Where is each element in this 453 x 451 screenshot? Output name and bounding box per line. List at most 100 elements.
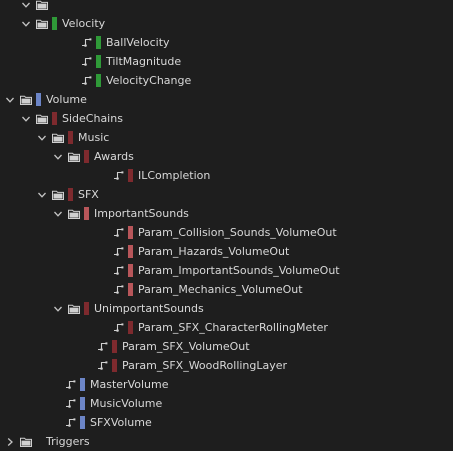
- parameter-icon: [112, 318, 124, 337]
- tree-folder-row[interactable]: Triggers: [0, 432, 453, 451]
- tree-item-label: UnimportantSounds: [94, 302, 204, 315]
- folder-icon: [68, 299, 80, 318]
- tree-item-label: Param_ImportantSounds_VolumeOut: [138, 264, 340, 277]
- parameter-icon: [112, 242, 124, 261]
- color-tag: [128, 169, 133, 182]
- tree-item-label: Param_SFX_WoodRollingLayer: [122, 359, 288, 372]
- color-tag: [68, 188, 73, 201]
- folder-icon: [36, 109, 48, 128]
- tree-item-label: ImportantSounds: [94, 207, 189, 220]
- color-tag: [36, 93, 41, 106]
- tree-folder-row[interactable]: Velocity: [0, 14, 453, 33]
- tree-parameter-row[interactable]: ILCompletion: [0, 166, 453, 185]
- chevron-down-icon[interactable]: [52, 299, 64, 318]
- tree-folder-row[interactable]: Volume: [0, 90, 453, 109]
- tree-item-label: SideChains: [62, 112, 123, 125]
- color-tag: [112, 340, 117, 353]
- tree-parameter-row[interactable]: MasterVolume: [0, 375, 453, 394]
- tree-item-label: Music: [78, 131, 110, 144]
- parameter-icon: [112, 280, 124, 299]
- tree-item-label: TiltMagnitude: [106, 55, 182, 68]
- tree-parameter-row[interactable]: Param_ImportantSounds_VolumeOut: [0, 261, 453, 280]
- tree-item-label: BallVelocity: [106, 36, 170, 49]
- folder-icon: [36, 14, 48, 33]
- color-tag: [128, 245, 133, 258]
- tree-parameter-row[interactable]: Param_SFX_WoodRollingLayer: [0, 356, 453, 375]
- color-tag: [96, 74, 101, 87]
- tree-item-label: Param_SFX_VolumeOut: [122, 340, 250, 353]
- chevron-down-icon[interactable]: [4, 90, 16, 109]
- tree-parameter-row[interactable]: BallVelocity: [0, 33, 453, 52]
- tree-item-label: Velocity: [62, 17, 106, 30]
- parameter-icon: [64, 413, 76, 432]
- chevron-down-icon[interactable]: [52, 147, 64, 166]
- tree-folder-row[interactable]: UnimportantSounds: [0, 299, 453, 318]
- color-tag: [80, 397, 85, 410]
- tree-item-label: MusicVolume: [90, 397, 163, 410]
- folder-icon: [52, 128, 64, 147]
- tree-parameter-row[interactable]: Param_Hazards_VolumeOut: [0, 242, 453, 261]
- tree-item-label: Param_Mechanics_VolumeOut: [138, 283, 303, 296]
- folder-icon: [20, 432, 32, 451]
- color-tag: [52, 17, 57, 30]
- parameter-icon: [80, 71, 92, 90]
- tree-item-label: Triggers: [46, 435, 90, 448]
- tree-parameter-row[interactable]: Param_SFX_CharacterRollingMeter: [0, 318, 453, 337]
- color-tag: [128, 321, 133, 334]
- tree-item-label: Param_Hazards_VolumeOut: [138, 245, 290, 258]
- folder-icon: [20, 90, 32, 109]
- tree-parameter-row[interactable]: Param_Mechanics_VolumeOut: [0, 280, 453, 299]
- tree-item-label: Param_SFX_CharacterRollingMeter: [138, 321, 328, 334]
- chevron-down-icon[interactable]: [20, 0, 32, 14]
- tree-folder-row[interactable]: SideChains: [0, 109, 453, 128]
- chevron-down-icon[interactable]: [36, 185, 48, 204]
- parameter-icon: [112, 223, 124, 242]
- color-tag: [84, 150, 89, 163]
- tree-item-label: SFXVolume: [90, 416, 152, 429]
- color-tag: [128, 264, 133, 277]
- tree-item-label: VelocityChange: [106, 74, 192, 87]
- folder-icon: [68, 204, 80, 223]
- tree-item-label: Param_Collision_Sounds_VolumeOut: [138, 226, 337, 239]
- tree-parameter-row[interactable]: Param_Collision_Sounds_VolumeOut: [0, 223, 453, 242]
- color-tag: [52, 112, 57, 125]
- tree-folder-row[interactable]: Awards: [0, 147, 453, 166]
- tree-folder-row[interactable]: [0, 0, 453, 14]
- color-tag: [96, 36, 101, 49]
- tree-folder-row[interactable]: ImportantSounds: [0, 204, 453, 223]
- color-tag: [128, 226, 133, 239]
- tree-item-label: Awards: [94, 150, 134, 163]
- color-tag: [84, 302, 89, 315]
- tree-folder-row[interactable]: SFX: [0, 185, 453, 204]
- parameter-icon: [64, 394, 76, 413]
- parameter-icon: [80, 52, 92, 71]
- tree-parameter-row[interactable]: SFXVolume: [0, 413, 453, 432]
- chevron-down-icon[interactable]: [20, 109, 32, 128]
- tree-item-label: ILCompletion: [138, 169, 211, 182]
- color-tag: [80, 378, 85, 391]
- parameter-icon: [64, 375, 76, 394]
- tree-item-label: MasterVolume: [90, 378, 169, 391]
- folder-icon: [36, 0, 48, 14]
- color-tag: [128, 283, 133, 296]
- chevron-down-icon[interactable]: [52, 204, 64, 223]
- tree-folder-row[interactable]: Music: [0, 128, 453, 147]
- tree-parameter-row[interactable]: MusicVolume: [0, 394, 453, 413]
- parameter-icon: [80, 33, 92, 52]
- parameter-icon: [96, 337, 108, 356]
- tree-parameter-row[interactable]: VelocityChange: [0, 71, 453, 90]
- color-tag: [96, 55, 101, 68]
- parameter-icon: [96, 356, 108, 375]
- tree-parameter-row[interactable]: TiltMagnitude: [0, 52, 453, 71]
- color-tag: [68, 131, 73, 144]
- parameter-icon: [112, 166, 124, 185]
- chevron-down-icon[interactable]: [36, 128, 48, 147]
- color-tag: [84, 207, 89, 220]
- tree-item-label: SFX: [78, 188, 99, 201]
- chevron-right-icon[interactable]: [4, 432, 16, 451]
- folder-icon: [52, 185, 64, 204]
- chevron-down-icon[interactable]: [20, 14, 32, 33]
- tree-parameter-row[interactable]: Param_SFX_VolumeOut: [0, 337, 453, 356]
- color-tag: [112, 359, 117, 372]
